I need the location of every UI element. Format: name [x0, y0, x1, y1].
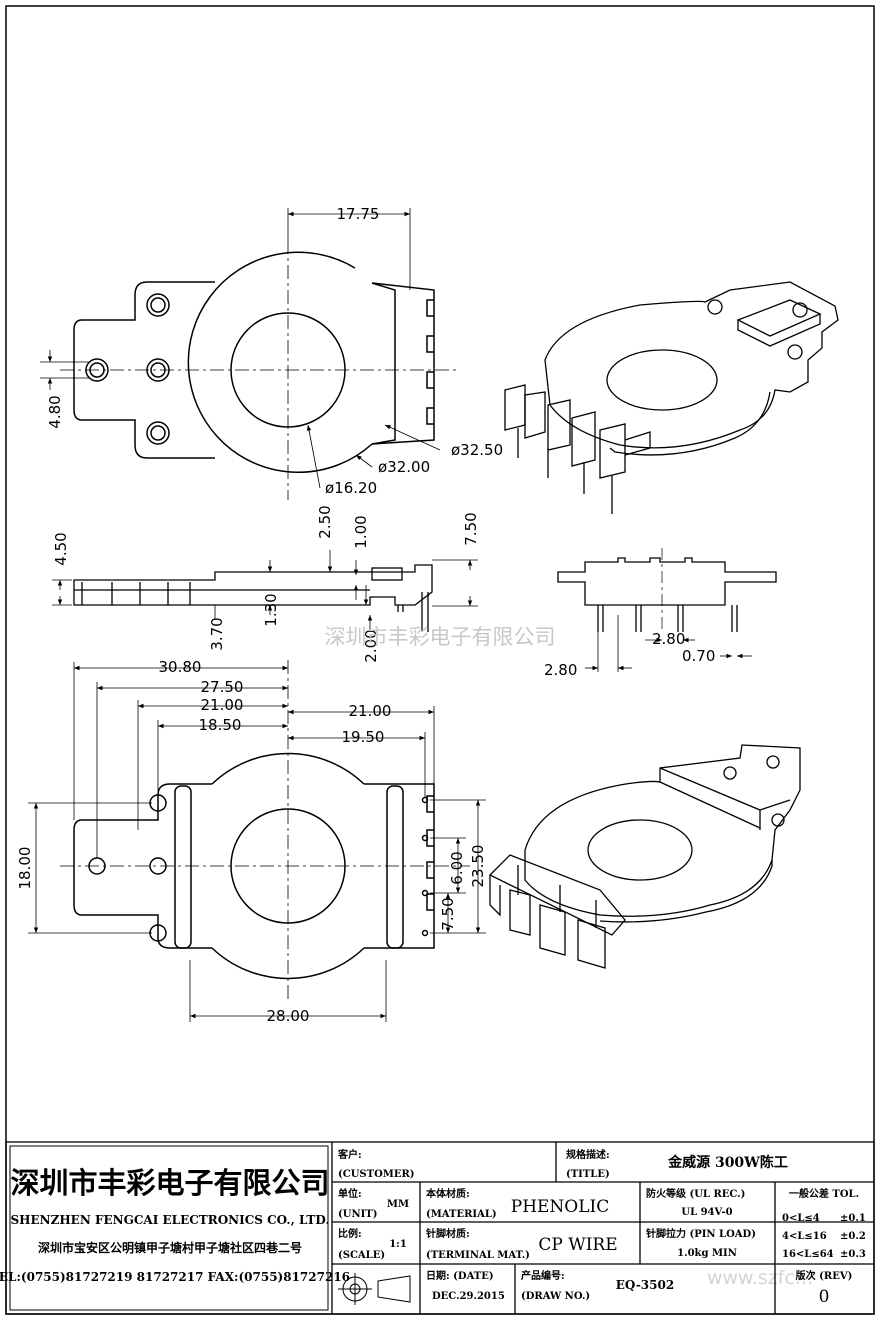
company-name-cn: 深圳市丰彩电子有限公司 — [10, 1166, 329, 1200]
pinload-value: 1.0kg MIN — [677, 1248, 737, 1259]
drawing-frame — [5, 5, 875, 1315]
ul-value: UL 94V-0 — [681, 1207, 732, 1218]
dim-side-total: 7.50 — [462, 512, 480, 545]
rev-value: 0 — [819, 1287, 830, 1307]
dim-top-outer-dia: ø32.50 — [451, 441, 503, 459]
tol-range-3: 16<L≤64 — [782, 1249, 834, 1260]
dim-front-pin-width: 0.70 — [682, 647, 715, 665]
dim-side-height: 4.50 — [52, 532, 70, 565]
dim-side-d: 1.30 — [262, 593, 280, 626]
ul-label: 防火等级 (UL REC.) — [646, 1187, 745, 1200]
material-value: PHENOLIC — [511, 1197, 610, 1217]
dim-bottom-27-50: 27.50 — [201, 678, 244, 696]
dim-front-pitch: 2.80 — [652, 630, 685, 648]
isometric-view-bottom — [488, 744, 801, 969]
dim-side-c: 3.70 — [208, 617, 226, 650]
title-label-en: (TITLE) — [566, 1169, 610, 1180]
isometric-view-top — [504, 281, 839, 514]
terminal-label-en: (TERMINAL MAT.) — [426, 1250, 530, 1261]
company-name-en: SHENZHEN FENGCAI ELECTRONICS CO., LTD. — [10, 1213, 329, 1227]
projection-symbol — [338, 1273, 411, 1305]
bottom-view-dimensions — [28, 662, 486, 1022]
scale-label-en: (SCALE) — [338, 1250, 385, 1261]
tol-value-3: ±0.3 — [840, 1249, 866, 1260]
unit-label-en: (UNIT) — [338, 1209, 377, 1220]
scale-value: 1:1 — [389, 1239, 407, 1250]
dim-side-a: 2.50 — [316, 505, 334, 538]
title-label-cn: 规格描述: — [566, 1148, 610, 1161]
company-contact: TEL:(0755)81727219 81727217 FAX:(0755)81… — [0, 1270, 350, 1284]
dim-bottom-7-50: 7.50 — [439, 897, 457, 930]
dim-bottom-21-00-right: 21.00 — [349, 702, 392, 720]
dim-bottom-21-00-left: 21.00 — [201, 696, 244, 714]
drawno-label-en: (DRAW NO.) — [521, 1291, 590, 1302]
terminal-label-cn: 针脚材质: — [426, 1227, 470, 1240]
customer-label-cn: 客户: — [337, 1148, 362, 1161]
rev-label: 版次 (REV) — [796, 1269, 853, 1282]
material-label-en: (MATERIAL) — [426, 1209, 497, 1220]
tol-range-1: 0<L≤4 — [782, 1213, 820, 1224]
tol-value-2: ±0.2 — [840, 1231, 866, 1242]
tol-range-2: 4<L≤16 — [782, 1231, 827, 1242]
drawno-label-cn: 产品编号: — [521, 1269, 565, 1282]
side-view-dimensions — [52, 550, 478, 632]
dim-bottom-23-50: 23.50 — [469, 845, 487, 888]
dim-bottom-6-00: 6.00 — [448, 851, 466, 884]
dim-side-b: 1.00 — [352, 515, 370, 548]
unit-value: MM — [387, 1199, 409, 1210]
dim-side-e: 2.00 — [362, 629, 380, 662]
pinload-label: 针脚拉力 (PIN LOAD) — [646, 1227, 756, 1240]
dim-front-pin-offset: 2.80 — [544, 661, 577, 679]
date-label: 日期: (DATE) — [426, 1269, 494, 1282]
side-view — [73, 564, 433, 632]
dim-top-hole-dia: ø16.20 — [325, 479, 377, 497]
dim-bottom-19-50: 19.50 — [342, 728, 385, 746]
dim-top-pin-gap: 4.80 — [46, 395, 64, 428]
dim-top-width: 17.75 — [337, 205, 380, 223]
top-view-dimensions — [40, 208, 441, 489]
scale-label-cn: 比例: — [338, 1227, 362, 1240]
customer-label-en: (CUSTOMER) — [338, 1169, 415, 1180]
top-view — [60, 240, 460, 500]
front-view — [557, 548, 777, 632]
watermark-corner: www.szfc... — [707, 1267, 813, 1289]
drawno-value: EQ-3502 — [616, 1278, 674, 1292]
tolerance-header: 一般公差 TOL. — [789, 1187, 859, 1200]
bottom-view — [60, 660, 470, 1000]
dim-bottom-30-80: 30.80 — [159, 658, 202, 676]
title-block-grid — [5, 1141, 875, 1315]
dim-bottom-18-00: 18.00 — [16, 847, 34, 890]
title-value: 金威源 300W陈工 — [667, 1154, 788, 1171]
unit-label-cn: 单位: — [338, 1187, 362, 1200]
dim-top-inner-dia: ø32.00 — [378, 458, 430, 476]
tol-value-1: ±0.1 — [840, 1213, 866, 1224]
material-label-cn: 本体材质: — [426, 1187, 470, 1200]
date-value: DEC.29.2015 — [432, 1291, 505, 1302]
watermark-center: 深圳市丰彩电子有限公司 — [325, 625, 556, 649]
dim-bottom-28-00: 28.00 — [267, 1007, 310, 1025]
dim-bottom-18-50: 18.50 — [199, 716, 242, 734]
terminal-value: CP WIRE — [538, 1235, 617, 1255]
company-address: 深圳市宝安区公明镇甲子塘村甲子塘社区四巷二号 — [38, 1240, 302, 1255]
front-view-dimensions — [585, 615, 752, 672]
